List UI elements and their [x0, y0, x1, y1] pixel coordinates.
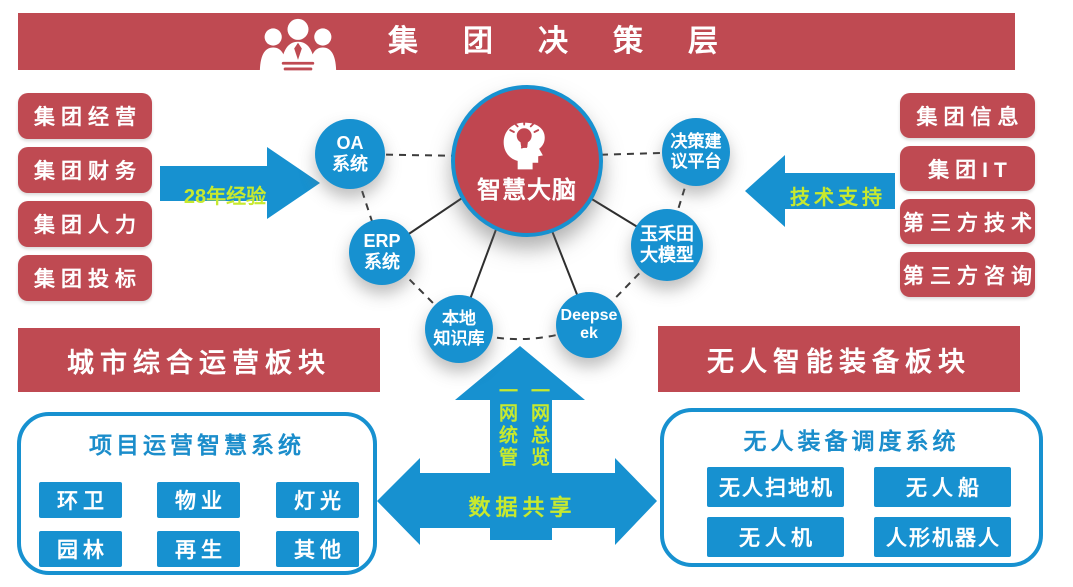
node-smart-brain: 智慧大脑: [451, 85, 603, 237]
experience-arrow-label: 28年经验: [183, 186, 267, 208]
left-box-hr: 集团人力: [18, 201, 152, 247]
page-title: 集团决策层: [388, 25, 763, 58]
unmanned-item-boat: 无人船: [874, 467, 1011, 507]
right-box-info: 集团信息: [900, 93, 1035, 138]
city-item-other: 其他: [276, 531, 359, 567]
node-decision-advice-platform: 决策建 议平台: [662, 118, 730, 186]
city-item-sanitation: 环卫: [39, 482, 122, 518]
experience-arrow: [160, 147, 320, 219]
city-section-banner: 城市综合运营板块: [18, 328, 380, 392]
support-arrow: [745, 155, 895, 227]
left-box-bidding: 集团投标: [18, 255, 152, 301]
left-box-operation: 集团经营: [18, 93, 152, 139]
up-arrow-label-unified-management: 一网统管: [496, 381, 517, 469]
node-oa-system: OA 系统: [315, 119, 385, 189]
node-erp-system: ERP 系统: [349, 219, 415, 285]
support-arrow-label: 技术支持: [790, 187, 886, 209]
unmanned-item-humanoid-robot: 人形机器人: [874, 517, 1011, 557]
data-share-label: 数据共享: [468, 495, 577, 520]
brain-bulb-icon: [503, 120, 545, 170]
city-item-recycling: 再生: [157, 531, 240, 567]
unmanned-item-sweeper: 无人扫地机: [707, 467, 844, 507]
up-arrow-label-unified-overview: 一网总览: [528, 381, 549, 469]
node-deepseek: Deepse ek: [556, 292, 622, 358]
city-panel: 项目运营智慧系统 环卫 物业 灯光 园林 再生 其他: [17, 412, 377, 575]
unmanned-panel: 无人装备调度系统 无人扫地机 无人船 无人机 人形机器人: [660, 408, 1043, 567]
city-item-lighting: 灯光: [276, 482, 359, 518]
right-box-3rd-tech: 第三方技术: [900, 199, 1035, 244]
left-box-finance: 集团财务: [18, 147, 152, 193]
unmanned-item-drone: 无人机: [707, 517, 844, 557]
data-share-arrows: [377, 346, 657, 545]
city-panel-title: 项目运营智慧系统: [89, 432, 305, 458]
group-decision-banner: 集团决策层: [18, 13, 1015, 99]
node-yuhetian-large-model: 玉禾田 大模型: [631, 209, 703, 281]
city-item-property: 物业: [157, 482, 240, 518]
unmanned-section-banner: 无人智能装备板块: [658, 326, 1020, 392]
people-icon: [259, 18, 337, 99]
node-local-knowledge-base: 本地 知识库: [425, 295, 493, 363]
smart-brain-label: 智慧大脑: [477, 177, 577, 205]
unmanned-panel-title: 无人装备调度系统: [743, 428, 960, 454]
right-box-3rd-consult: 第三方咨询: [900, 252, 1035, 297]
city-item-landscaping: 园林: [39, 531, 122, 567]
right-box-it: 集团IT: [900, 146, 1035, 191]
